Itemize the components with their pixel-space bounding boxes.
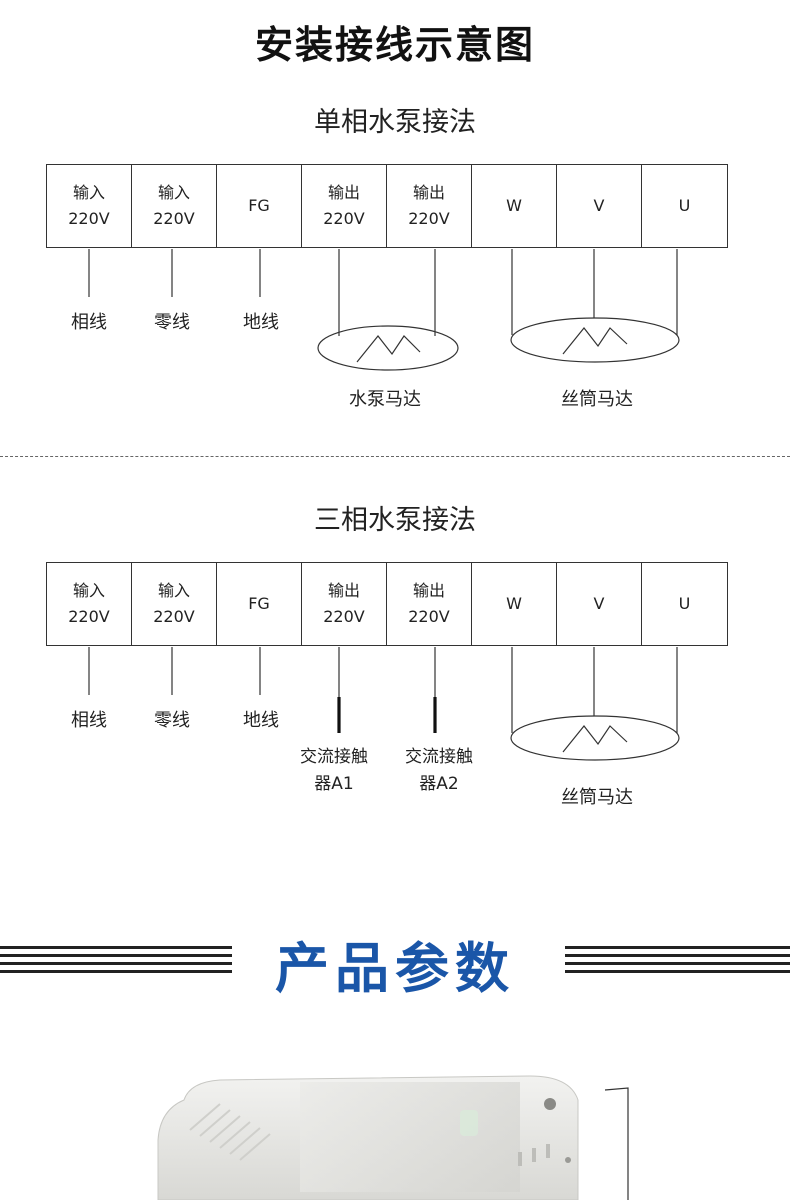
terminal-input-1: 输入 220V	[47, 165, 132, 247]
label-phase: 相线	[71, 710, 107, 731]
terminal-voltage: 220V	[68, 607, 110, 626]
screw-motor-symbol	[510, 317, 680, 363]
label-ground: 地线	[243, 312, 279, 333]
label-pump-motor: 水泵马达	[349, 389, 421, 410]
rule-line	[0, 954, 232, 957]
label-contactor-a2-line2: 器A2	[419, 774, 459, 794]
rule-line	[565, 962, 790, 965]
terminal-label: FG	[248, 594, 270, 613]
terminal-input-1: 输入 220V	[47, 563, 132, 645]
terminal-voltage: 220V	[323, 209, 365, 228]
terminal-label: FG	[248, 196, 270, 215]
single-phase-terminal-block: 输入 220V 输入 220V FG 输出 220V 输出 220V W V U	[46, 164, 728, 248]
terminal-label: 输入	[72, 581, 105, 600]
terminal-voltage: 220V	[153, 607, 195, 626]
three-phase-title: 三相水泵接法	[314, 505, 476, 536]
terminal-label: 输出	[412, 183, 445, 202]
terminal-label: W	[506, 196, 522, 215]
rule-line	[565, 970, 790, 973]
dimension-line	[604, 1087, 629, 1200]
single-phase-title: 单相水泵接法	[314, 107, 476, 138]
motor-winding-icon	[562, 725, 628, 753]
device-screw-hole	[565, 1157, 571, 1163]
rule-line	[0, 946, 232, 949]
terminal-voltage: 220V	[408, 209, 450, 228]
terminal-output-2: 输出 220V	[387, 165, 472, 247]
terminal-output-2: 输出 220V	[387, 563, 472, 645]
terminal-u: U	[642, 165, 727, 247]
label-ground: 地线	[243, 710, 279, 731]
three-phase-terminal-block: 输入 220V 输入 220V FG 输出 220V 输出 220V W V U	[46, 562, 728, 646]
motor-winding-icon	[356, 335, 421, 363]
screw-motor-symbol	[510, 715, 680, 761]
rule-line	[0, 962, 232, 965]
device-screw-hole	[544, 1098, 556, 1110]
terminal-fg: FG	[217, 165, 302, 247]
label-neutral: 零线	[154, 312, 190, 333]
single-phase-wiring	[88, 249, 680, 371]
terminal-output-1: 输出 220V	[302, 563, 387, 645]
terminal-w: W	[472, 563, 557, 645]
terminal-label: 输出	[412, 581, 445, 600]
product-photo	[157, 1075, 629, 1200]
terminal-label: 输入	[157, 581, 190, 600]
section-divider	[0, 456, 790, 457]
pump-motor-symbol	[317, 325, 459, 371]
terminal-output-1: 输出 220V	[302, 165, 387, 247]
terminal-label: U	[678, 196, 691, 215]
right-decorative-rules	[565, 946, 790, 973]
vent-slots	[189, 1103, 271, 1161]
terminal-label: 输出	[327, 183, 360, 202]
terminal-input-2: 输入 220V	[132, 563, 217, 645]
terminal-label: 输入	[157, 183, 190, 202]
terminal-label: V	[593, 594, 605, 613]
terminal-label: U	[678, 594, 691, 613]
page-title: 安装接线示意图	[254, 23, 535, 67]
label-screw-motor: 丝筒马达	[561, 389, 633, 410]
terminal-u: U	[642, 563, 727, 645]
label-contactor-a2-line1: 交流接触	[405, 747, 473, 767]
terminal-w: W	[472, 165, 557, 247]
terminal-label: W	[506, 594, 522, 613]
terminal-fg: FG	[217, 563, 302, 645]
motor-winding-icon	[562, 327, 628, 355]
terminal-voltage: 220V	[323, 607, 365, 626]
label-contactor-a1-line2: 器A1	[314, 774, 354, 794]
label-contactor-a2: 交流接触 器A2	[389, 744, 489, 798]
terminal-voltage: 220V	[68, 209, 110, 228]
label-contactor-a1-line1: 交流接触	[300, 747, 368, 767]
terminal-voltage: 220V	[153, 209, 195, 228]
terminal-slots	[518, 1144, 550, 1166]
terminal-v: V	[557, 563, 642, 645]
label-contactor-a1: 交流接触 器A1	[284, 744, 384, 798]
label-phase: 相线	[71, 312, 107, 333]
device-panel	[300, 1082, 520, 1192]
terminal-v: V	[557, 165, 642, 247]
three-phase-wiring	[88, 647, 680, 761]
left-decorative-rules	[0, 946, 232, 973]
rule-line	[565, 946, 790, 949]
rule-line	[0, 970, 232, 973]
device-indicator	[460, 1110, 478, 1136]
params-title: 产品参数	[275, 937, 515, 1000]
terminal-input-2: 输入 220V	[132, 165, 217, 247]
terminal-label: 输入	[72, 183, 105, 202]
rule-line	[565, 954, 790, 957]
label-neutral: 零线	[154, 710, 190, 731]
terminal-label: 输出	[327, 581, 360, 600]
terminal-label: V	[593, 196, 605, 215]
terminal-voltage: 220V	[408, 607, 450, 626]
label-screw-motor: 丝筒马达	[561, 787, 633, 808]
